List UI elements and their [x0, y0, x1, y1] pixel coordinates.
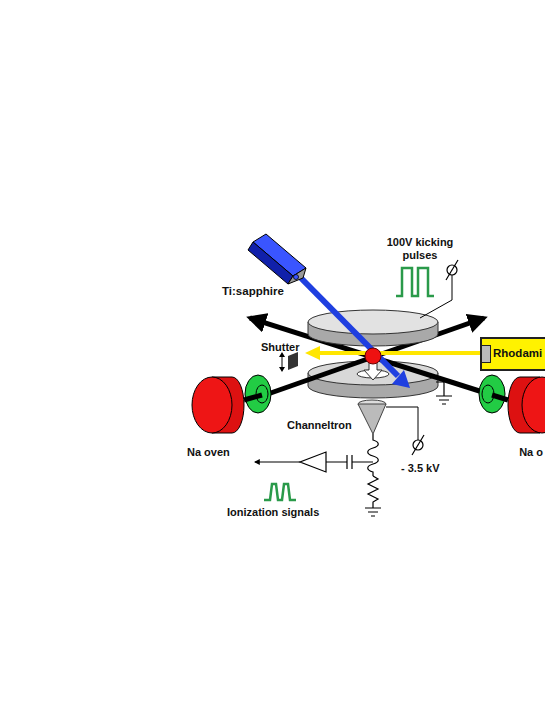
laser-name: Rhodami: [493, 346, 542, 360]
top-plate: [308, 310, 438, 346]
shutter-label: Shutter: [261, 341, 300, 354]
dye-beam: [305, 346, 482, 360]
pulse-source: [396, 260, 458, 318]
sodium-oven: [192, 377, 545, 433]
laser-end-cap: [481, 345, 491, 363]
ion-arrow: [364, 362, 382, 380]
bottom-plate: [308, 361, 438, 398]
laser-label: Ti:sapphire: [222, 284, 284, 298]
readout-circuit: [255, 434, 381, 516]
laser-beam: [295, 272, 410, 388]
shutter: [279, 352, 298, 372]
dye-laser-box: Rhodami: [480, 337, 545, 371]
oven-label: Na o: [519, 446, 543, 459]
channeltron: [358, 400, 424, 455]
atom-cloud: [365, 348, 381, 364]
detector-label: Channeltron: [287, 419, 352, 432]
ground-symbol: [436, 382, 452, 404]
voltage-label: - 3.5 kV: [401, 462, 440, 475]
signal-label: Ionization signals: [227, 506, 319, 519]
oven-label: Na oven: [187, 446, 230, 459]
pulse-label: 100V kicking pulses: [376, 236, 464, 262]
laser-head: Ti:sapphire: [218, 228, 313, 300]
